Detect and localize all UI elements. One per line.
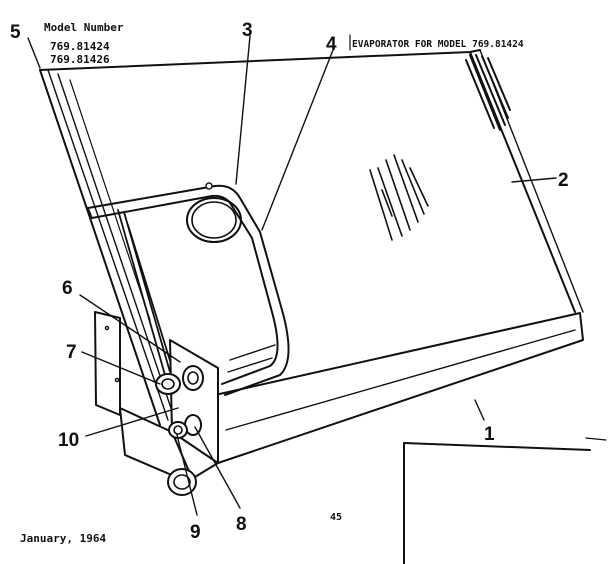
callout-5: 5 <box>10 22 21 43</box>
plate-texture <box>369 154 429 241</box>
model-number-label: Model Number <box>44 21 124 34</box>
mounting-bracket <box>94 311 219 486</box>
callout-1: 1 <box>484 424 495 445</box>
capillary-coil <box>186 197 242 243</box>
callout-2: 2 <box>558 170 569 191</box>
evaporator-plate <box>39 49 584 426</box>
callout-7: 7 <box>66 342 77 363</box>
fitting-upper <box>155 365 204 395</box>
callout-4: 4 <box>326 34 337 55</box>
fitting-lower <box>168 414 202 439</box>
model-number-2: 769.81426 <box>50 53 110 66</box>
drip-tray <box>171 312 584 481</box>
callout-10: 10 <box>58 430 79 451</box>
callout-3: 3 <box>242 20 253 41</box>
callout-8: 8 <box>236 514 247 535</box>
footer-date: January, 1964 <box>20 532 106 545</box>
top-right-hatch <box>465 54 511 131</box>
leader-lines <box>27 35 557 516</box>
page-code: 45 <box>330 512 342 523</box>
model-number-1: 769.81424 <box>50 40 110 53</box>
callout-numbers: 5 3 4 2 6 7 10 1 9 8 <box>10 20 569 543</box>
stand-outline <box>403 437 607 564</box>
callout-6: 6 <box>62 278 73 299</box>
callout-9: 9 <box>190 522 201 543</box>
evaporator-title: EVAPORATOR FOR MODEL 769.81424 <box>352 39 524 50</box>
drain-fitting <box>167 468 197 496</box>
